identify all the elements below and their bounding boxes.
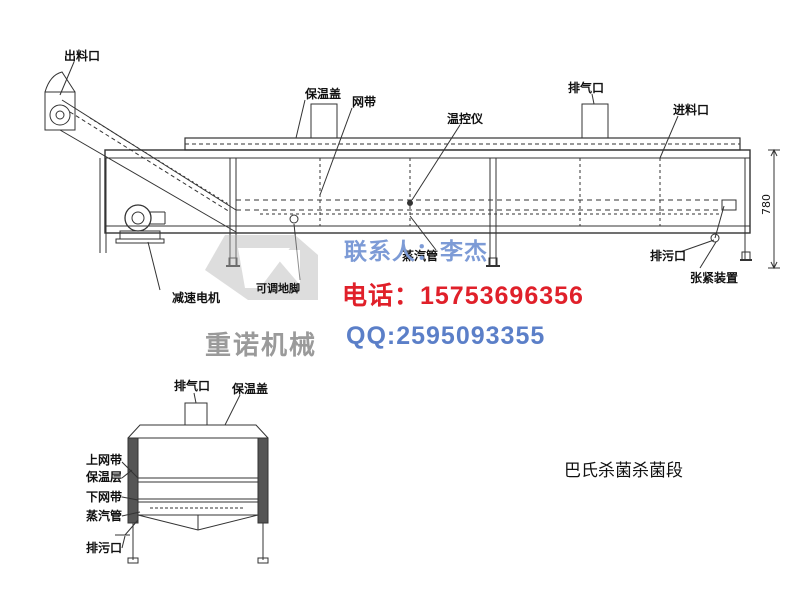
label-steam-pipe: 蒸汽管 bbox=[402, 249, 439, 263]
label-outlet: 出料口 bbox=[64, 49, 101, 63]
label-adjustable-feet: 可调地脚 bbox=[256, 282, 300, 295]
exhaust-stack-2 bbox=[581, 103, 609, 139]
reducer-motor-shape bbox=[124, 204, 152, 232]
section-label-drain-port: 排污口 bbox=[86, 541, 123, 555]
exhaust-stack-1 bbox=[310, 103, 338, 139]
outlet-head bbox=[44, 91, 76, 131]
section-label-exhaust-port: 排气口 bbox=[174, 379, 211, 393]
side-elevation bbox=[44, 61, 780, 291]
section-label-lower-mesh-belt: 下网带 bbox=[86, 490, 123, 504]
section-label-steam-pipe: 蒸汽管 bbox=[86, 509, 123, 523]
contact-phone: 电话：15753696356 bbox=[342, 282, 584, 310]
label-inlet: 进料口 bbox=[673, 103, 710, 117]
contact-person: 联系人：李杰 bbox=[344, 238, 488, 264]
section-label-insulation-cover: 保温盖 bbox=[232, 382, 269, 396]
tank-body bbox=[104, 149, 751, 234]
cross-section bbox=[115, 392, 269, 564]
label-tensioner: 张紧装置 bbox=[690, 271, 739, 285]
label-exhaust-port: 排气口 bbox=[568, 81, 605, 95]
watermark-brand: 重诺机械 bbox=[205, 331, 318, 361]
label-reducer-motor: 减速电机 bbox=[172, 291, 221, 305]
label-mesh-belt: 网带 bbox=[352, 95, 377, 109]
label-insulation-cover: 保温盖 bbox=[305, 87, 342, 101]
section-cover bbox=[127, 424, 269, 439]
label-thermostat: 温控仪 bbox=[447, 112, 484, 126]
label-drain-port: 排污口 bbox=[650, 249, 687, 263]
contact-qq: QQ:2595093355 bbox=[346, 322, 546, 350]
label-dimension: 780 bbox=[760, 194, 773, 215]
diagram-title: 巴氏杀菌杀菌段 bbox=[564, 461, 683, 481]
section-label-upper-mesh-belt: 上网带 bbox=[86, 453, 123, 467]
watermark-logo bbox=[205, 235, 318, 300]
section-label-insulation-layer: 保温层 bbox=[86, 470, 123, 484]
